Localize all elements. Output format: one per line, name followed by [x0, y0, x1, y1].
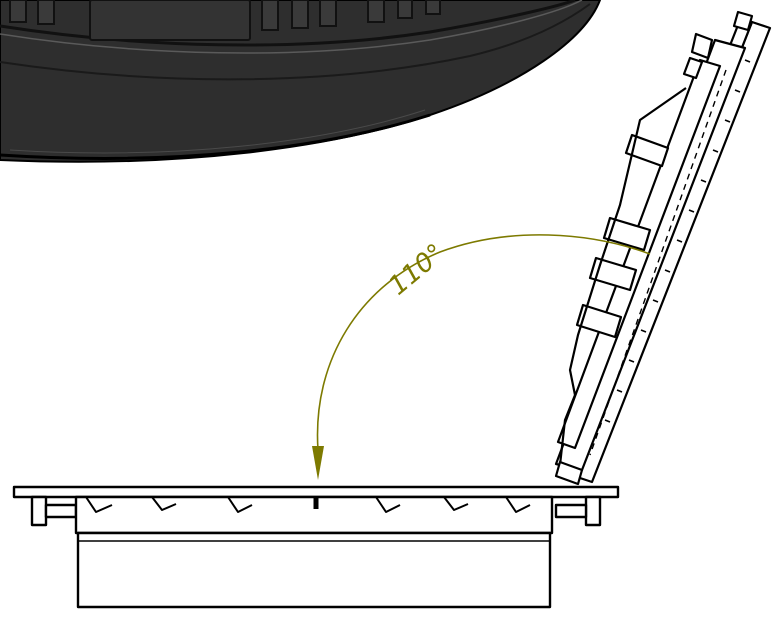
- angle-label: 110°: [383, 238, 450, 301]
- rotated-lid-drawing: [554, 10, 772, 486]
- arrow-head: [312, 446, 324, 480]
- angle-arc: [312, 234, 651, 480]
- frame-drawing: [12, 485, 620, 609]
- dark-cover-rendering: [0, 0, 602, 163]
